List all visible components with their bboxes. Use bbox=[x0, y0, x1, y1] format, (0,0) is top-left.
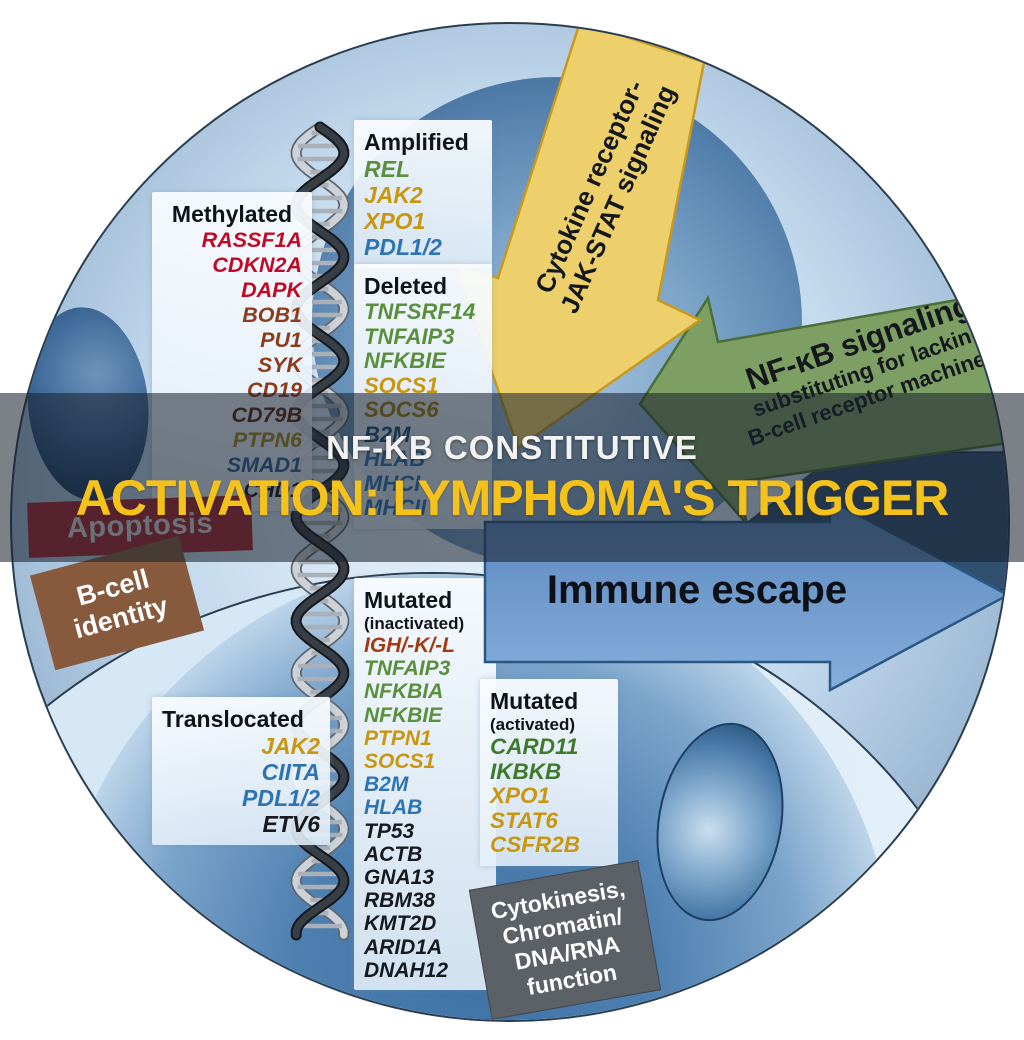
gene-item: DNAH12 bbox=[364, 958, 449, 982]
gene-item: PDL1/2 bbox=[364, 234, 442, 260]
gene-item: PTPN1 bbox=[364, 726, 432, 750]
gene-item: ARID1A bbox=[364, 935, 443, 959]
gene-item: IGH/-K/-L bbox=[364, 634, 455, 657]
panel-subtitle: (activated) bbox=[490, 715, 576, 734]
gene-item: DAPK bbox=[241, 278, 302, 302]
gene-item: NFKBIE bbox=[364, 703, 443, 727]
gene-item: ACTB bbox=[364, 842, 423, 866]
gene-item: STAT6 bbox=[490, 807, 558, 833]
gene-item: JAK2 bbox=[261, 733, 320, 759]
gene-item: IKBKB bbox=[490, 758, 562, 784]
gene-item: TP53 bbox=[364, 819, 415, 843]
gene-item: XPO1 bbox=[490, 783, 551, 808]
gene-item: HLAB bbox=[364, 796, 423, 820]
gene-item: XPO1 bbox=[364, 208, 426, 234]
cell-outer: NF-κB signaling substituting for lacking… bbox=[10, 22, 1010, 1022]
gene-item: PU1 bbox=[260, 328, 302, 352]
gene-item: CIITA bbox=[261, 759, 320, 785]
gene-item: REL bbox=[364, 156, 410, 182]
gene-item: PDL1/2 bbox=[242, 785, 320, 811]
gene-item: B2M bbox=[364, 773, 409, 797]
gene-item: KMT2D bbox=[364, 912, 437, 936]
gene-item: CDKN2A bbox=[212, 253, 302, 277]
panel-title: Amplified bbox=[364, 129, 469, 155]
panel-title: Deleted bbox=[364, 273, 448, 299]
gene-item: RASSF1A bbox=[201, 228, 302, 252]
gene-item: CSFR2B bbox=[490, 832, 581, 857]
panel-title: Methylated bbox=[171, 201, 293, 227]
panel-title: Translocated bbox=[162, 706, 304, 732]
gene-item: BOB1 bbox=[242, 303, 302, 327]
gene-item: TNFSRF14 bbox=[364, 299, 476, 324]
gene-item: GNA13 bbox=[364, 866, 435, 890]
panel-title: Mutated bbox=[490, 688, 579, 714]
gene-item: NFKBIA bbox=[364, 680, 444, 704]
gene-item: TNFAIP3 bbox=[364, 323, 455, 349]
gene-item: SYK bbox=[257, 353, 302, 377]
gene-item: JAK2 bbox=[364, 182, 423, 208]
immune-escape-arrow bbox=[483, 497, 1008, 693]
gene-item: NFKBIE bbox=[364, 348, 446, 373]
panel-subtitle: (inactivated) bbox=[364, 614, 465, 633]
gene-item: TNFAIP3 bbox=[364, 657, 451, 681]
gene-item: ETV6 bbox=[262, 811, 320, 837]
immune-escape-label: Immune escape bbox=[546, 568, 848, 612]
panel-title: Mutated bbox=[364, 587, 453, 613]
gene-item: SOCS1 bbox=[364, 750, 436, 774]
gene-item: RBM38 bbox=[364, 889, 436, 913]
gene-item: CARD11 bbox=[490, 734, 579, 759]
